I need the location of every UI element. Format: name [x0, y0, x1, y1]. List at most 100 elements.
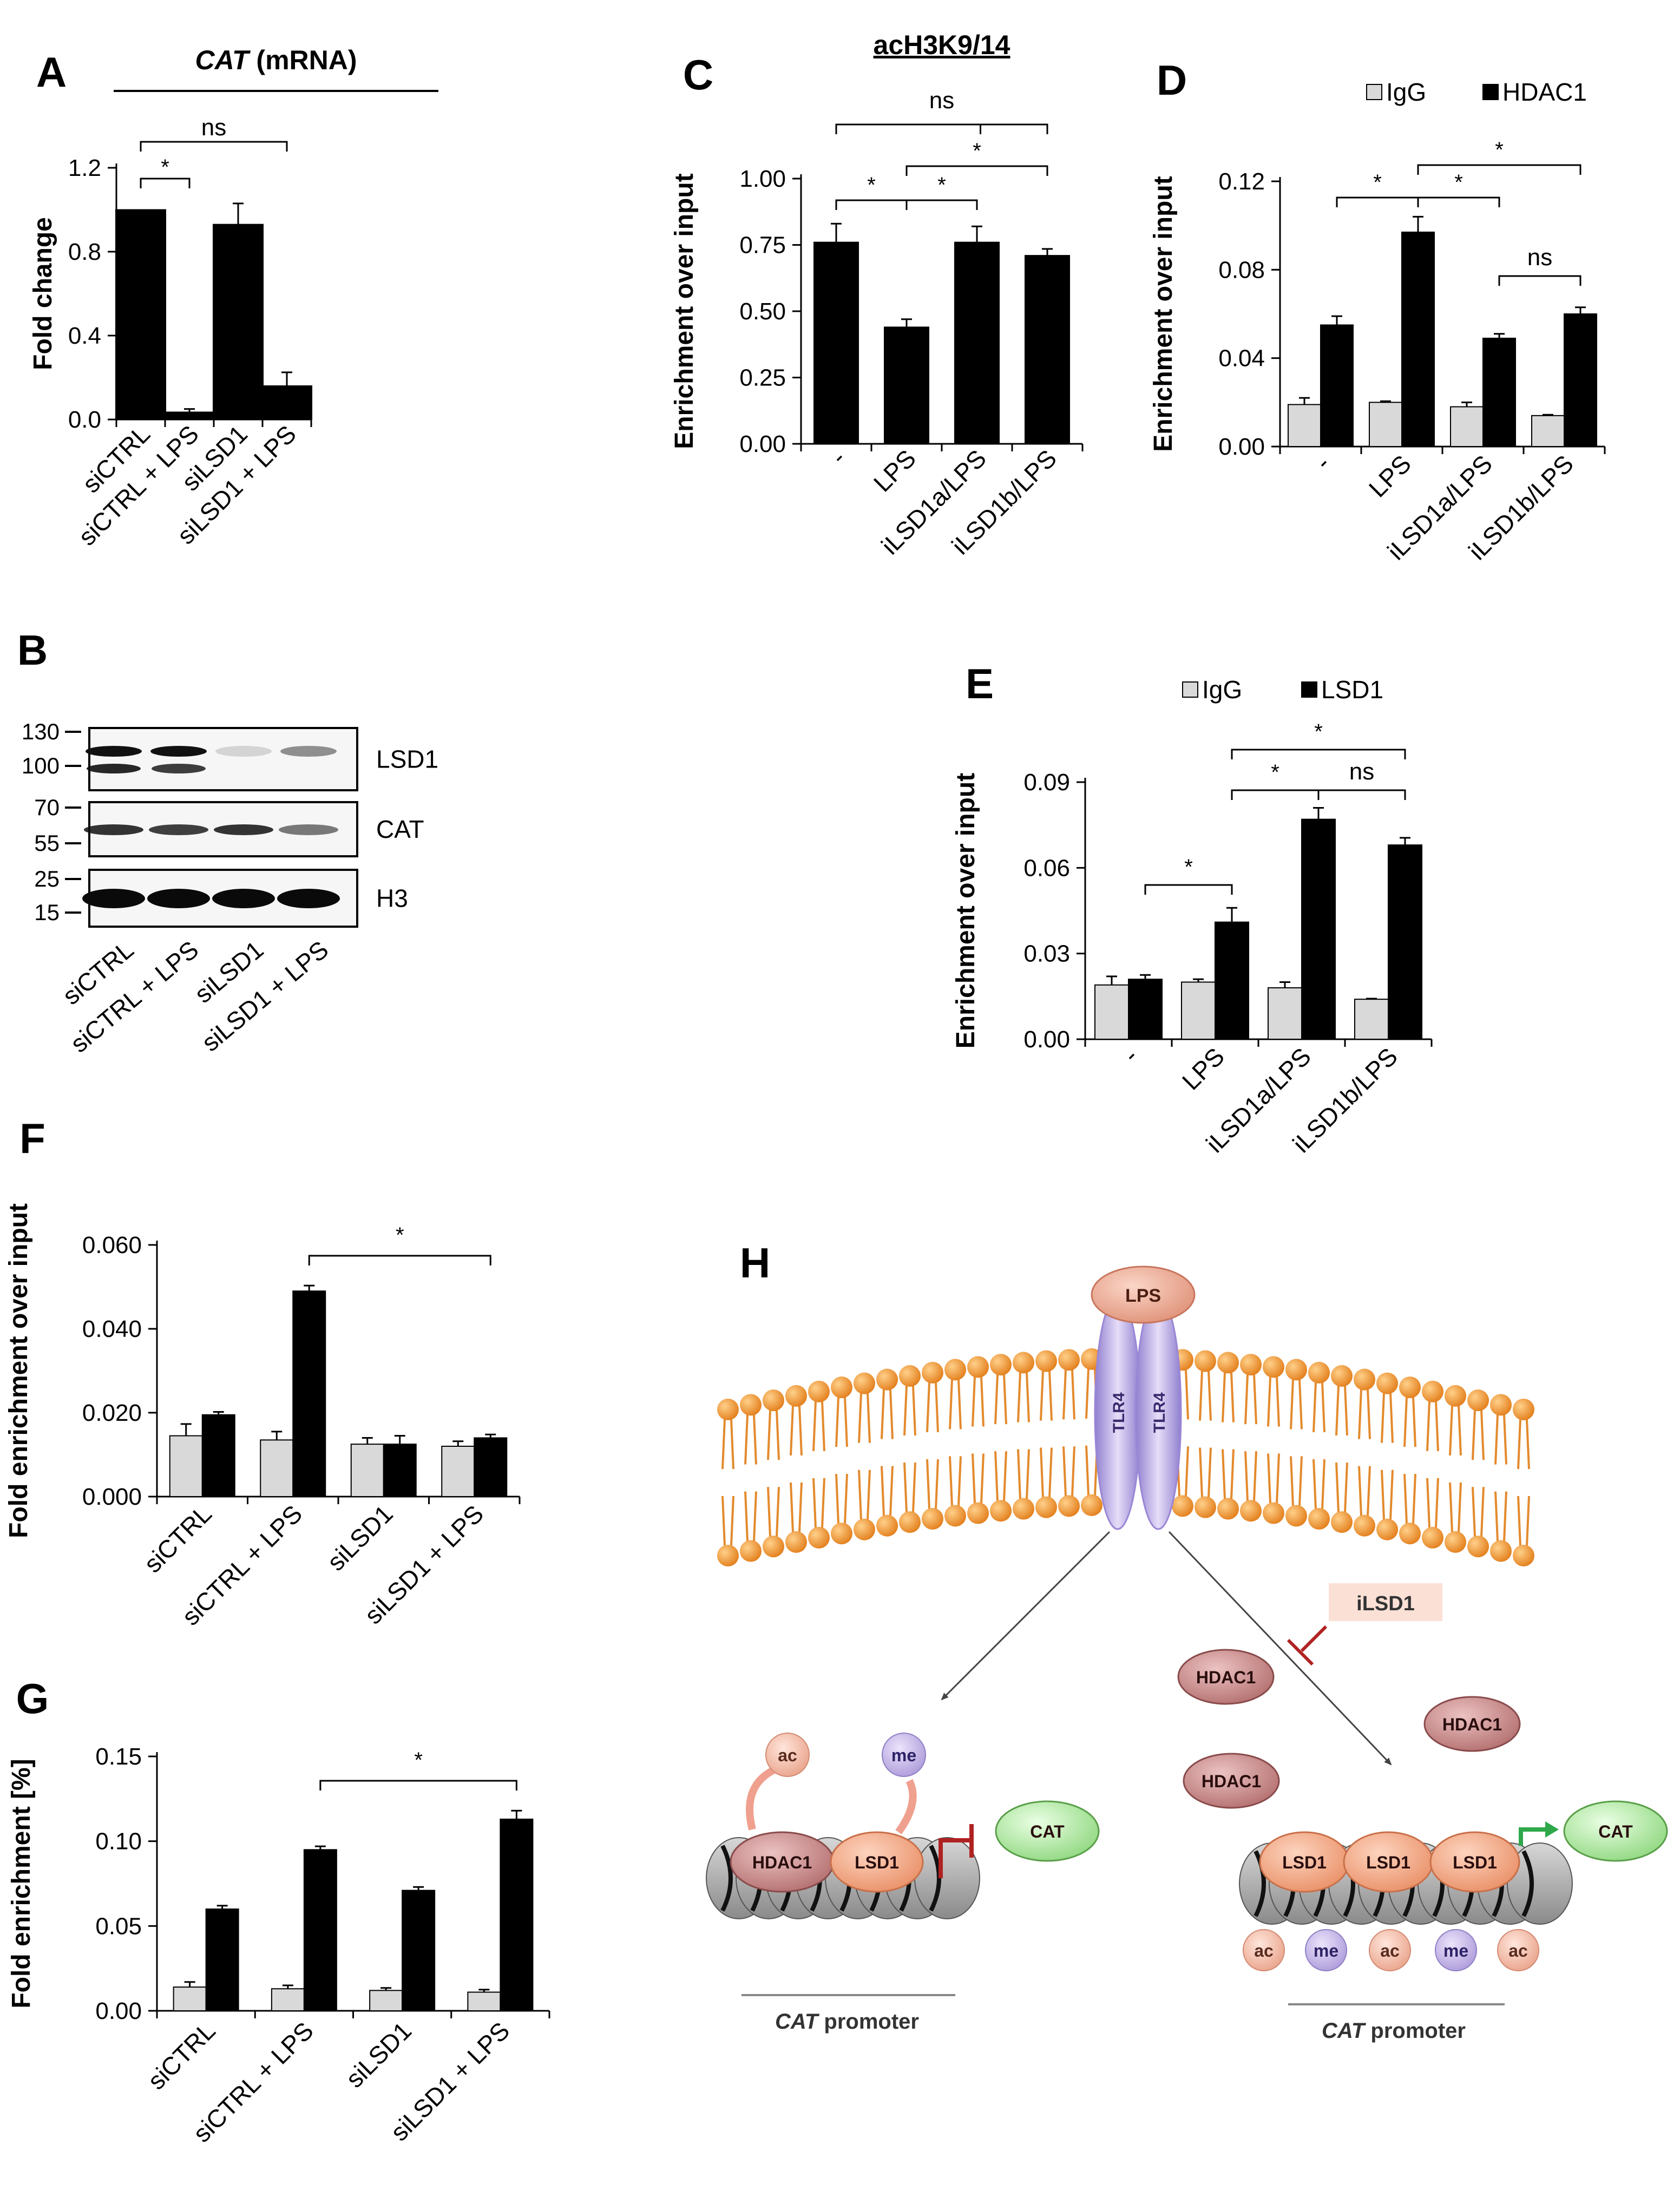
- lipid-head: [1467, 1536, 1489, 1558]
- lipid-tail: [1381, 1393, 1385, 1443]
- lipid-tail: [858, 1393, 862, 1443]
- lipid-tail: [1290, 1456, 1294, 1506]
- blot-band: [212, 889, 275, 908]
- lipid-head: [831, 1523, 852, 1545]
- lipid-tail: [935, 1459, 939, 1510]
- lipid-tail: [1085, 1445, 1090, 1496]
- y-tick-label: 0.75: [739, 232, 786, 259]
- lipid-head: [1354, 1368, 1375, 1391]
- nucleosome: [1507, 1842, 1573, 1925]
- significance-bracket: [1417, 196, 1500, 207]
- hdac1-free-label: HDAC1: [1196, 1668, 1256, 1687]
- ilsd1-box: [1329, 1583, 1442, 1621]
- panel-C-ylabel: Enrichment over input: [670, 173, 699, 449]
- methyl-mark-removed: [882, 1733, 926, 1777]
- lipid-head: [1240, 1500, 1262, 1522]
- lipid-tail: [1253, 1451, 1257, 1501]
- lipid-tail: [1321, 1459, 1325, 1510]
- lipid-tail: [1335, 1385, 1340, 1436]
- lipid-tail: [1040, 1447, 1044, 1498]
- lipid-head: [785, 1385, 807, 1407]
- lipid-tail: [1344, 1385, 1348, 1436]
- lipid-tail: [912, 1462, 916, 1513]
- lipid-tail: [1062, 1369, 1067, 1420]
- lipid-tail: [1472, 1487, 1476, 1537]
- lipid-head: [1058, 1349, 1080, 1371]
- significance-bracket: [140, 178, 191, 188]
- significance-bracket: [905, 165, 1048, 176]
- lipid-tail: [1048, 1370, 1053, 1421]
- lipid-head: [922, 1507, 943, 1530]
- lsd1-bound: [830, 1831, 924, 1893]
- lipid-tail: [1185, 1446, 1189, 1497]
- x-category-label: LPS: [868, 444, 921, 497]
- lipid-head: [1308, 1361, 1330, 1383]
- lipid-tail: [867, 1470, 871, 1520]
- bar-A-2: [213, 224, 264, 420]
- lipid-tail: [1085, 1368, 1090, 1419]
- lipid-tail: [1358, 1389, 1362, 1439]
- lipid-tail: [1480, 1487, 1485, 1537]
- me-label: me: [891, 1746, 916, 1765]
- lipid-tail: [1298, 1456, 1303, 1506]
- legend-label: IgG: [1386, 78, 1426, 106]
- dna-wrap: [1254, 1850, 1266, 1917]
- bar-D-s1-0: [1320, 324, 1354, 448]
- lipid-tail: [753, 1414, 757, 1465]
- lipid-tail: [1494, 1491, 1499, 1542]
- significance-bracket: [905, 199, 978, 210]
- lipid-tail: [1017, 1372, 1021, 1422]
- lipid-tail: [1389, 1470, 1394, 1520]
- significance-label: *: [414, 1748, 423, 1772]
- panel-A-ylabel: Fold change: [29, 217, 57, 370]
- legend-swatch: [1182, 681, 1198, 698]
- molecular-weight-marker: 55: [34, 830, 60, 856]
- bar-G-s1-2: [402, 1890, 436, 2012]
- significance-bracket: [835, 123, 1048, 134]
- promoter-italic: CAT: [1322, 2019, 1367, 2043]
- lipid-tail: [744, 1414, 749, 1465]
- lipid-tail: [821, 1478, 825, 1528]
- blot-band: [150, 746, 207, 757]
- blot-band: [149, 824, 208, 835]
- me-label: me: [1314, 1941, 1338, 1960]
- lipid-tail: [844, 1397, 848, 1447]
- lipid-tail: [1276, 1453, 1280, 1504]
- lipid-head: [944, 1505, 966, 1527]
- lipid-tail: [935, 1382, 939, 1433]
- acetyl-mark: [1497, 1929, 1539, 1971]
- lipid-head: [1172, 1495, 1193, 1517]
- significance-label: *: [867, 173, 876, 197]
- lipid-head: [967, 1502, 989, 1524]
- significance-label: *: [1454, 170, 1463, 194]
- bar-D-s0-0: [1288, 404, 1321, 448]
- lipid-head: [1013, 1352, 1034, 1374]
- acetyl-mark: [1243, 1929, 1285, 1971]
- panel-H-letter: H: [740, 1239, 770, 1287]
- lipid-tail: [957, 1379, 962, 1429]
- y-tick-label: 0.00: [95, 1998, 142, 2024]
- significance-label: ns: [929, 87, 954, 114]
- bar-E-s0-3: [1354, 999, 1389, 1040]
- lipid-tail: [1062, 1446, 1067, 1497]
- lipid-head: [1331, 1365, 1353, 1387]
- lipid-tail: [844, 1474, 848, 1524]
- x-category-label: siCTRL: [139, 1499, 217, 1578]
- activation-arrowhead: [1545, 1821, 1559, 1838]
- hdac1-free: [1183, 1753, 1280, 1809]
- panel-G-ylabel: Fold enrichment [%]: [7, 1759, 36, 2008]
- x-category-label: -: [1117, 1042, 1143, 1068]
- lipid-tail: [1503, 1491, 1507, 1542]
- x-category-label: -: [825, 444, 851, 470]
- lipid-tail: [912, 1385, 916, 1436]
- lipid-head: [1195, 1350, 1216, 1372]
- legend-label: LSD1: [1321, 676, 1383, 704]
- significance-bracket: [319, 1780, 517, 1791]
- lipid-tail: [1503, 1414, 1507, 1465]
- lipid-tail: [1312, 1459, 1317, 1510]
- panel-E-letter: E: [966, 660, 994, 707]
- bar-F-s1-2: [383, 1444, 417, 1497]
- lipid-head: [1263, 1502, 1284, 1524]
- lipid-head: [1490, 1394, 1512, 1416]
